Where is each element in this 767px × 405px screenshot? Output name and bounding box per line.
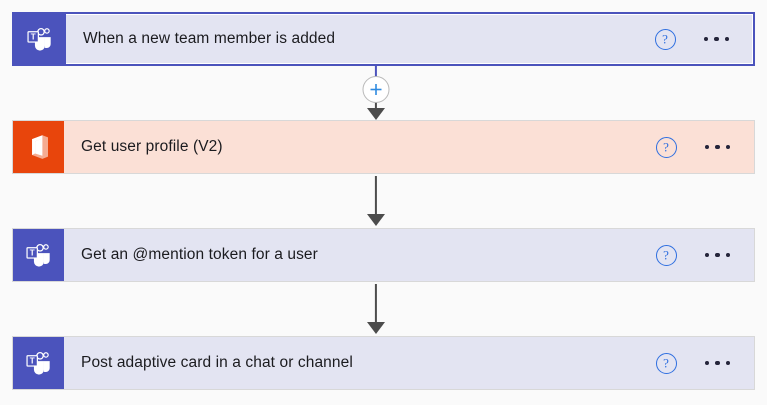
flow-step-title: When a new team member is added xyxy=(83,30,336,47)
office-365-outlook-icon xyxy=(13,121,64,173)
help-icon[interactable]: ? xyxy=(655,352,677,374)
insert-step-button[interactable] xyxy=(362,76,390,103)
help-icon-glyph: ? xyxy=(662,31,668,46)
card-actions: ? xyxy=(654,14,754,64)
flow-step-title: Get user profile (V2) xyxy=(81,138,223,155)
flow-step-title: Get an @mention token for a user xyxy=(81,246,318,263)
card-icon-slot: T xyxy=(13,337,64,389)
connector-arrowhead xyxy=(367,108,385,120)
card-actions: ? xyxy=(655,121,755,173)
more-commands-icon[interactable] xyxy=(702,33,732,46)
connector-arrowhead xyxy=(367,322,385,334)
svg-text:T: T xyxy=(31,32,36,41)
connector-line xyxy=(374,176,378,218)
microsoft-teams-icon: T xyxy=(13,337,64,389)
microsoft-teams-icon: T xyxy=(13,229,64,281)
more-commands-icon[interactable] xyxy=(703,249,733,262)
help-icon-glyph: ? xyxy=(663,247,669,262)
flow-step-title: Post adaptive card in a chat or channel xyxy=(81,354,353,371)
flow-step-card-get-user-profile[interactable]: Get user profile (V2) ? xyxy=(12,120,755,174)
flow-connector-2 xyxy=(367,174,385,228)
flow-connector-1 xyxy=(362,66,390,120)
svg-text:T: T xyxy=(29,248,34,257)
card-icon-slot: T xyxy=(13,229,64,281)
card-icon-slot: T xyxy=(14,14,66,64)
flow-step-card-trigger[interactable]: T When a new team member is added ? xyxy=(12,12,755,66)
more-commands-icon[interactable] xyxy=(703,357,733,370)
connector-line xyxy=(374,284,378,326)
connector-arrowhead xyxy=(367,214,385,226)
flow-step-card-post-adaptive-card[interactable]: T Post adaptive card in a chat or channe… xyxy=(12,336,755,390)
help-icon[interactable]: ? xyxy=(655,136,677,158)
help-icon[interactable]: ? xyxy=(655,244,677,266)
card-actions: ? xyxy=(655,229,755,281)
card-actions: ? xyxy=(655,337,755,389)
help-icon-glyph: ? xyxy=(663,355,669,370)
card-icon-slot xyxy=(13,121,64,173)
flow-connector-3 xyxy=(367,282,385,336)
microsoft-teams-icon: T xyxy=(14,14,66,64)
more-commands-icon[interactable] xyxy=(703,141,733,154)
connector-line-upper xyxy=(374,66,378,78)
svg-text:T: T xyxy=(29,356,34,365)
help-icon[interactable]: ? xyxy=(654,28,676,50)
help-icon-glyph: ? xyxy=(663,139,669,154)
flow-step-card-get-mention-token[interactable]: T Get an @mention token for a user ? xyxy=(12,228,755,282)
